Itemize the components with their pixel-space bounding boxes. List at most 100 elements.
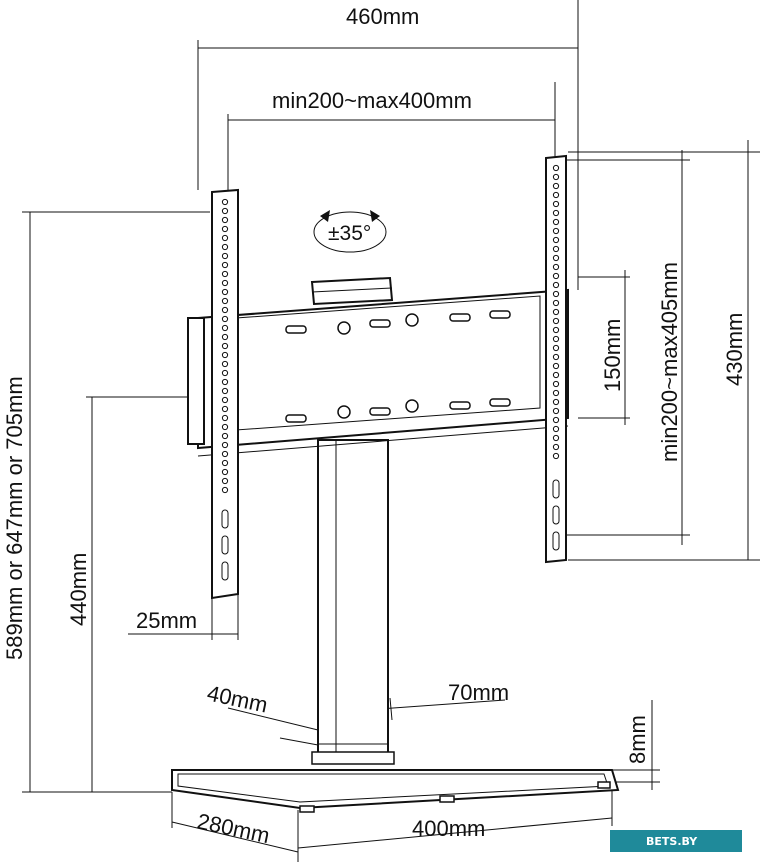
bracket-hole bbox=[552, 425, 560, 433]
bracket-hole bbox=[552, 299, 560, 307]
bracket-hole bbox=[552, 362, 560, 370]
bracket-hole bbox=[221, 396, 229, 404]
label-total-height: 589mm or 647mm or 705mm bbox=[2, 376, 27, 660]
label-40: 40mm bbox=[205, 680, 270, 717]
label-vesa-height: min200~max405mm bbox=[657, 262, 682, 462]
rotation-icon bbox=[313, 210, 387, 253]
bracket-hole bbox=[552, 209, 560, 217]
label-400: 400mm bbox=[412, 816, 485, 841]
label-25: 25mm bbox=[136, 608, 197, 633]
right-bracket bbox=[545, 154, 567, 564]
bracket-hole bbox=[221, 225, 229, 233]
glass-base bbox=[171, 769, 620, 813]
bracket-hole bbox=[221, 432, 229, 440]
watermark-text: BETS.BY bbox=[646, 835, 698, 848]
bracket-hole bbox=[221, 387, 229, 395]
bracket-hole bbox=[221, 405, 229, 413]
bracket-hole bbox=[221, 252, 229, 260]
bracket-hole bbox=[552, 434, 560, 442]
label-460: 460mm bbox=[346, 4, 419, 29]
bracket-hole bbox=[552, 353, 560, 361]
bracket-hole bbox=[221, 288, 229, 296]
bracket-hole bbox=[221, 207, 229, 215]
label-150: 150mm bbox=[600, 319, 625, 392]
bracket-hole bbox=[221, 315, 229, 323]
bracket-hole bbox=[221, 351, 229, 359]
bracket-hole bbox=[552, 344, 560, 352]
bracket-hole bbox=[552, 245, 560, 253]
dim-pole-height-lines bbox=[86, 396, 198, 792]
bracket-hole bbox=[221, 360, 229, 368]
dim-base-lines bbox=[171, 790, 613, 862]
bracket-hole bbox=[552, 371, 560, 379]
bracket-hole bbox=[221, 243, 229, 251]
bracket-hole bbox=[552, 317, 560, 325]
bracket-hole bbox=[552, 335, 560, 343]
bracket-hole bbox=[552, 452, 560, 460]
bracket-hole bbox=[552, 290, 560, 298]
dim-total-height-lines bbox=[22, 211, 210, 793]
bracket-hole bbox=[552, 326, 560, 334]
bracket-hole bbox=[221, 486, 229, 494]
bracket-hole bbox=[552, 173, 560, 181]
watermark-bg bbox=[610, 830, 742, 852]
bracket-hole bbox=[552, 182, 560, 190]
pole bbox=[311, 439, 395, 765]
bracket-hole bbox=[221, 333, 229, 341]
bracket-hole bbox=[221, 378, 229, 386]
bracket-hole bbox=[552, 308, 560, 316]
dim-base-thickness-lines bbox=[612, 700, 660, 790]
bracket-hole bbox=[221, 459, 229, 467]
bracket-slot bbox=[552, 505, 560, 525]
bracket-hole bbox=[221, 441, 229, 449]
bracket-hole bbox=[552, 272, 560, 280]
bracket-hole bbox=[221, 234, 229, 242]
label-280: 280mm bbox=[195, 808, 272, 848]
bracket-hole bbox=[221, 216, 229, 224]
bracket-hole bbox=[221, 306, 229, 314]
bracket-hole bbox=[552, 263, 560, 271]
bracket-hole bbox=[221, 423, 229, 431]
label-vesa-width: min200~max400mm bbox=[272, 88, 472, 113]
bracket-hole bbox=[552, 191, 560, 199]
bracket-hole bbox=[221, 414, 229, 422]
watermark: BETS.BY bbox=[610, 830, 742, 852]
bracket-hole bbox=[552, 389, 560, 397]
bracket-hole bbox=[552, 407, 560, 415]
bracket-hole bbox=[552, 380, 560, 388]
label-430: 430mm bbox=[722, 313, 747, 386]
bracket-hole bbox=[552, 398, 560, 406]
label-70: 70mm bbox=[448, 680, 509, 705]
bracket-hole bbox=[552, 236, 560, 244]
bracket-hole bbox=[552, 281, 560, 289]
bracket-hole bbox=[221, 324, 229, 332]
label-8: 8mm bbox=[625, 715, 650, 764]
bracket-hole bbox=[221, 342, 229, 350]
side-clamp bbox=[187, 317, 205, 445]
bracket-hole bbox=[552, 227, 560, 235]
bracket-hole bbox=[552, 416, 560, 424]
bracket-slot bbox=[552, 531, 560, 551]
bracket-hole bbox=[221, 297, 229, 305]
bracket-hole bbox=[221, 198, 229, 206]
bracket-hole bbox=[221, 261, 229, 269]
bracket-slot bbox=[221, 509, 229, 529]
bracket-hole bbox=[221, 477, 229, 485]
dim-vesa-width-lines bbox=[227, 82, 556, 300]
bracket-hole bbox=[221, 450, 229, 458]
bracket-slot bbox=[221, 535, 229, 555]
bracket-hole bbox=[221, 369, 229, 377]
left-bracket bbox=[211, 188, 239, 600]
dim-right-lines bbox=[565, 140, 760, 561]
bracket-hole bbox=[552, 218, 560, 226]
bracket-hole bbox=[552, 254, 560, 262]
bracket-hole bbox=[221, 279, 229, 287]
bracket-slot bbox=[552, 479, 560, 499]
mounting-plate bbox=[197, 276, 569, 457]
dim-460-lines bbox=[197, 0, 579, 290]
bracket-hole bbox=[552, 200, 560, 208]
bracket-hole bbox=[552, 164, 560, 172]
bracket-hole bbox=[221, 468, 229, 476]
